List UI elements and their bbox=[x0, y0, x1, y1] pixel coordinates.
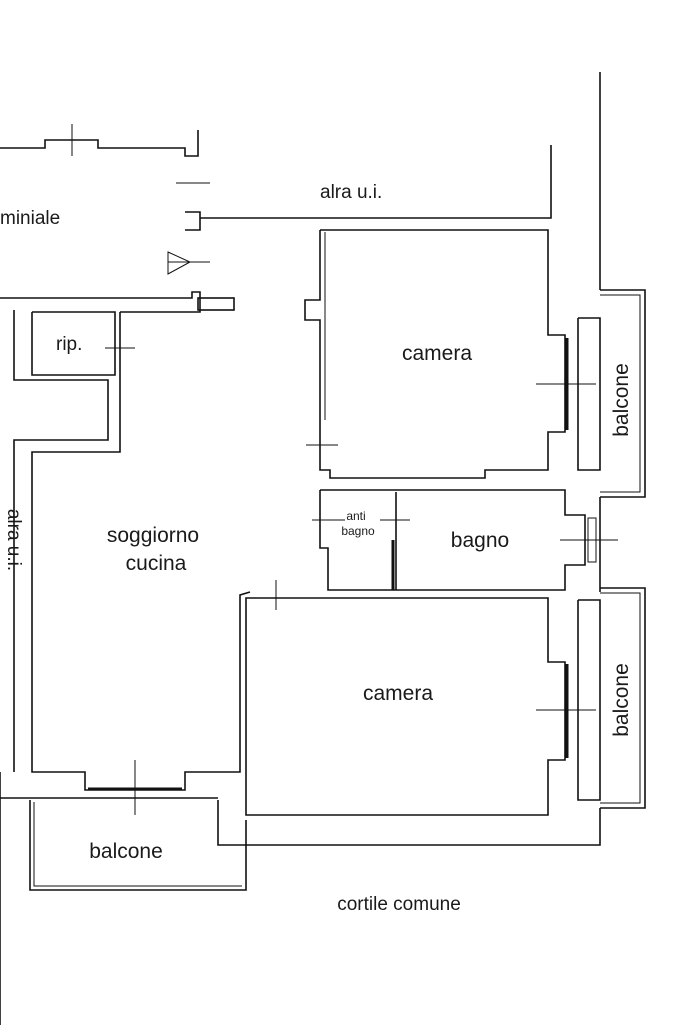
balcone-right-top bbox=[577, 289, 646, 498]
cortile-label: cortile comune bbox=[337, 894, 461, 915]
left-neighbor-walls bbox=[0, 310, 109, 1025]
bagno-area bbox=[312, 489, 618, 591]
camera-top-room bbox=[304, 229, 596, 479]
balcone-bottom-label: balcone bbox=[89, 840, 163, 863]
condominiale-label: miniale bbox=[0, 208, 60, 229]
anti-bagno-label-line1: anti bbox=[346, 509, 365, 523]
balcone-bottom bbox=[0, 797, 247, 891]
rip-label: rip. bbox=[56, 334, 82, 355]
corridor-walls bbox=[0, 124, 235, 313]
anti-bagno-label-line2: bagno bbox=[341, 524, 375, 538]
alra-top-label: alra u.i. bbox=[320, 182, 382, 203]
soggiorno-label-line1: soggiorno bbox=[107, 524, 199, 547]
camera-bottom-label: camera bbox=[363, 682, 433, 705]
bagno-label: bagno bbox=[451, 529, 509, 552]
camera-top-label: camera bbox=[402, 342, 472, 365]
balcone-right-bottom-label: balcone bbox=[610, 663, 633, 737]
soggiorno-room bbox=[31, 312, 251, 815]
alra-left-label: alra u.i. bbox=[3, 509, 24, 571]
camera-bottom-room bbox=[245, 580, 596, 816]
balcone-right-bottom bbox=[577, 587, 646, 809]
balcone-right-top-label: balcone bbox=[610, 363, 633, 437]
outer-boundary bbox=[200, 72, 601, 846]
soggiorno-label-line2: cucina bbox=[126, 552, 187, 575]
